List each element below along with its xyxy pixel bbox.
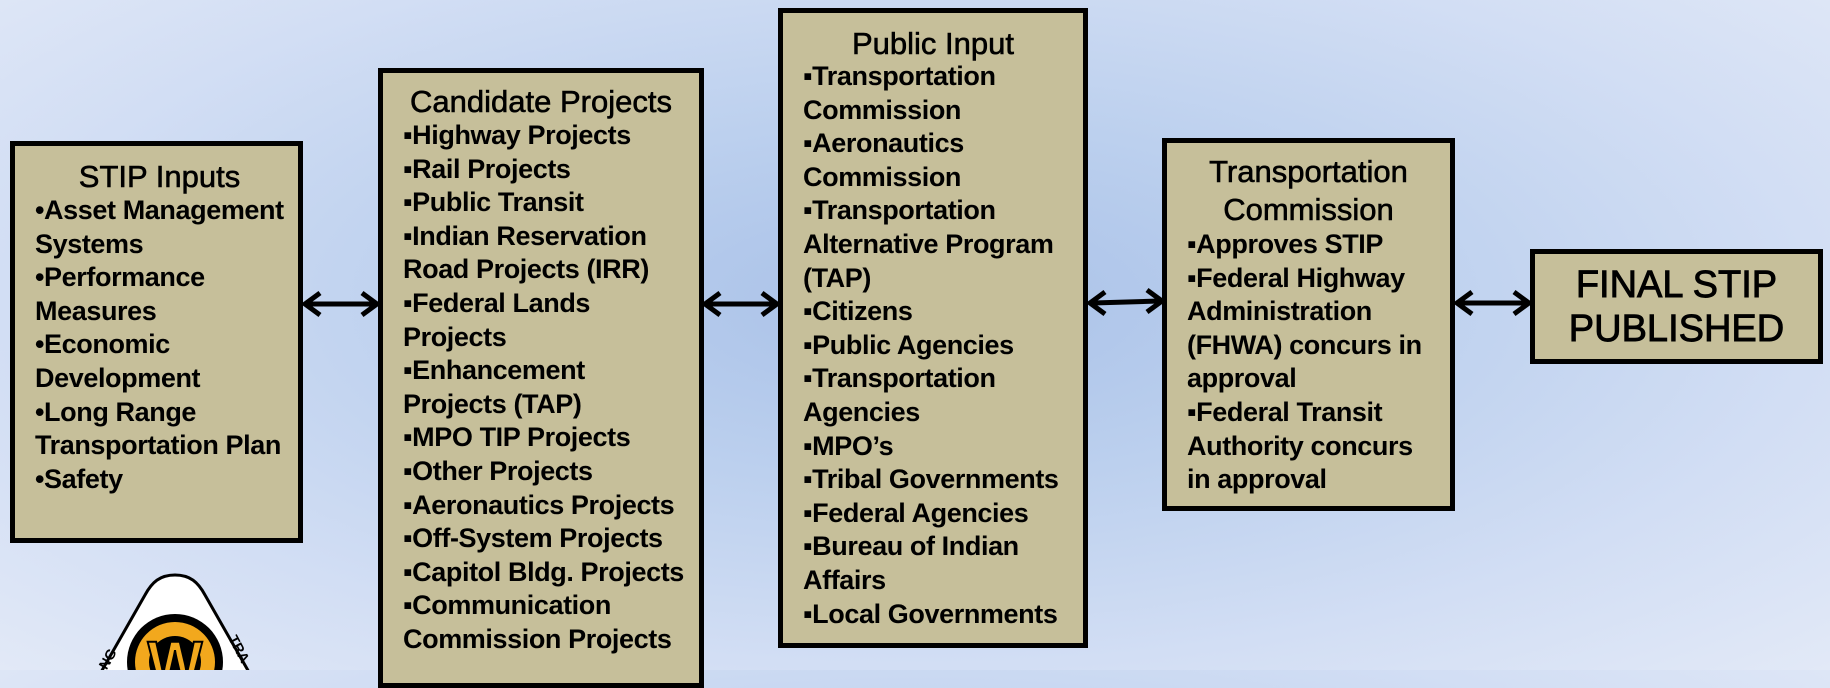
list-item: ▪Federal Agencies bbox=[803, 497, 1029, 528]
double-arrow-icon bbox=[1085, 287, 1167, 317]
candidate-projects-title: Candidate Projects bbox=[410, 84, 673, 120]
list-item: ▪Aeronautics Commission bbox=[803, 128, 964, 192]
list-item: ▪Local Governments bbox=[803, 598, 1058, 629]
candidate-projects-box: Candidate Projects ▪Highway Projects ▪Ra… bbox=[378, 68, 704, 688]
public-input-list: ▪Transportation Commission ▪Aeronautics … bbox=[803, 60, 1078, 631]
double-arrow-icon bbox=[700, 290, 782, 318]
list-item: ▪Federal Transit Authority concurs in ap… bbox=[1187, 396, 1413, 495]
list-item: ▪Transportation Alternative Program (TAP… bbox=[803, 195, 1054, 293]
list-item: ▪Rail Projects bbox=[403, 153, 571, 184]
list-item: ▪Enhancement Projects (TAP) bbox=[403, 355, 585, 419]
list-item: ▪Tribal Governments bbox=[803, 464, 1059, 495]
double-arrow-icon bbox=[300, 290, 382, 318]
list-item: ▪Transportation Commission bbox=[803, 61, 996, 125]
list-item: ▪Approves STIP bbox=[1187, 229, 1384, 259]
list-item: ▪Off-System Projects bbox=[403, 523, 663, 554]
list-item: •Long Range Transportation Plan bbox=[35, 396, 281, 461]
list-item: ▪MPO TIP Projects bbox=[403, 422, 631, 453]
transportation-commission-box: Transportation Commission ▪Approves STIP… bbox=[1162, 138, 1455, 511]
list-item: ▪Aeronautics Projects bbox=[403, 489, 675, 520]
list-item: ▪Public Transit bbox=[403, 187, 584, 218]
list-item: •Economic Development bbox=[35, 329, 201, 393]
double-arrow-icon bbox=[1452, 289, 1534, 317]
logo-emblem-icon: W NG TRA bbox=[95, 573, 253, 670]
wydot-logo: W NG TRA bbox=[80, 570, 270, 670]
stip-inputs-list: •Asset Management Systems •Performance M… bbox=[35, 194, 285, 496]
list-item: ▪Bureau of Indian Affairs bbox=[803, 531, 1019, 595]
list-item: ▪Federal Lands Projects bbox=[403, 287, 591, 352]
list-item: ▪Other Projects bbox=[403, 455, 593, 486]
list-item: ▪Public Agencies bbox=[803, 329, 1014, 360]
list-item: •Performance Measures bbox=[35, 262, 205, 326]
list-item: ▪Capitol Bldg. Projects bbox=[403, 556, 684, 587]
list-item: •Safety bbox=[35, 463, 123, 494]
list-item: ▪Citizens bbox=[803, 296, 913, 327]
list-item: ▪MPO’s bbox=[803, 430, 894, 461]
transportation-commission-title: Transportation Commission bbox=[1209, 154, 1408, 228]
candidate-projects-list: ▪Highway Projects ▪Rail Projects ▪Public… bbox=[403, 119, 693, 657]
final-stip-published-title: FINAL STIP PUBLISHED bbox=[1568, 263, 1785, 350]
list-item: ▪Highway Projects bbox=[403, 120, 631, 150]
transportation-commission-list: ▪Approves STIP ▪Federal Highway Administ… bbox=[1187, 228, 1442, 497]
list-item: ▪Communication Commission Projects bbox=[403, 590, 672, 654]
stip-inputs-box: STIP Inputs •Asset Management Systems •P… bbox=[10, 141, 303, 543]
list-item: •Asset Management Systems bbox=[35, 195, 284, 259]
logo-letter: W bbox=[148, 630, 203, 670]
final-stip-published-box: FINAL STIP PUBLISHED bbox=[1530, 249, 1823, 364]
list-item: ▪Indian Reservation Road Projects (IRR) bbox=[403, 220, 649, 285]
stip-inputs-title: STIP Inputs bbox=[78, 159, 241, 195]
list-item: ▪Transportation Agencies bbox=[803, 363, 996, 427]
public-input-title: Public Input bbox=[852, 26, 1015, 62]
list-item: ▪Federal Highway Administration (FHWA) c… bbox=[1187, 262, 1422, 394]
public-input-box: Public Input ▪Transportation Commission … bbox=[778, 8, 1088, 648]
